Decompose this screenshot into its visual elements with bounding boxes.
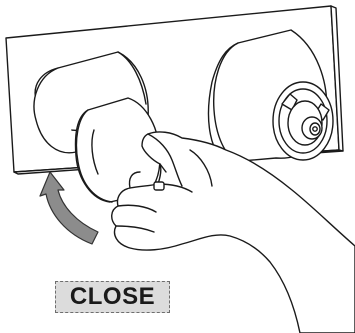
right-valve-stem	[273, 82, 333, 160]
close-instruction-label: CLOSE	[55, 281, 170, 313]
